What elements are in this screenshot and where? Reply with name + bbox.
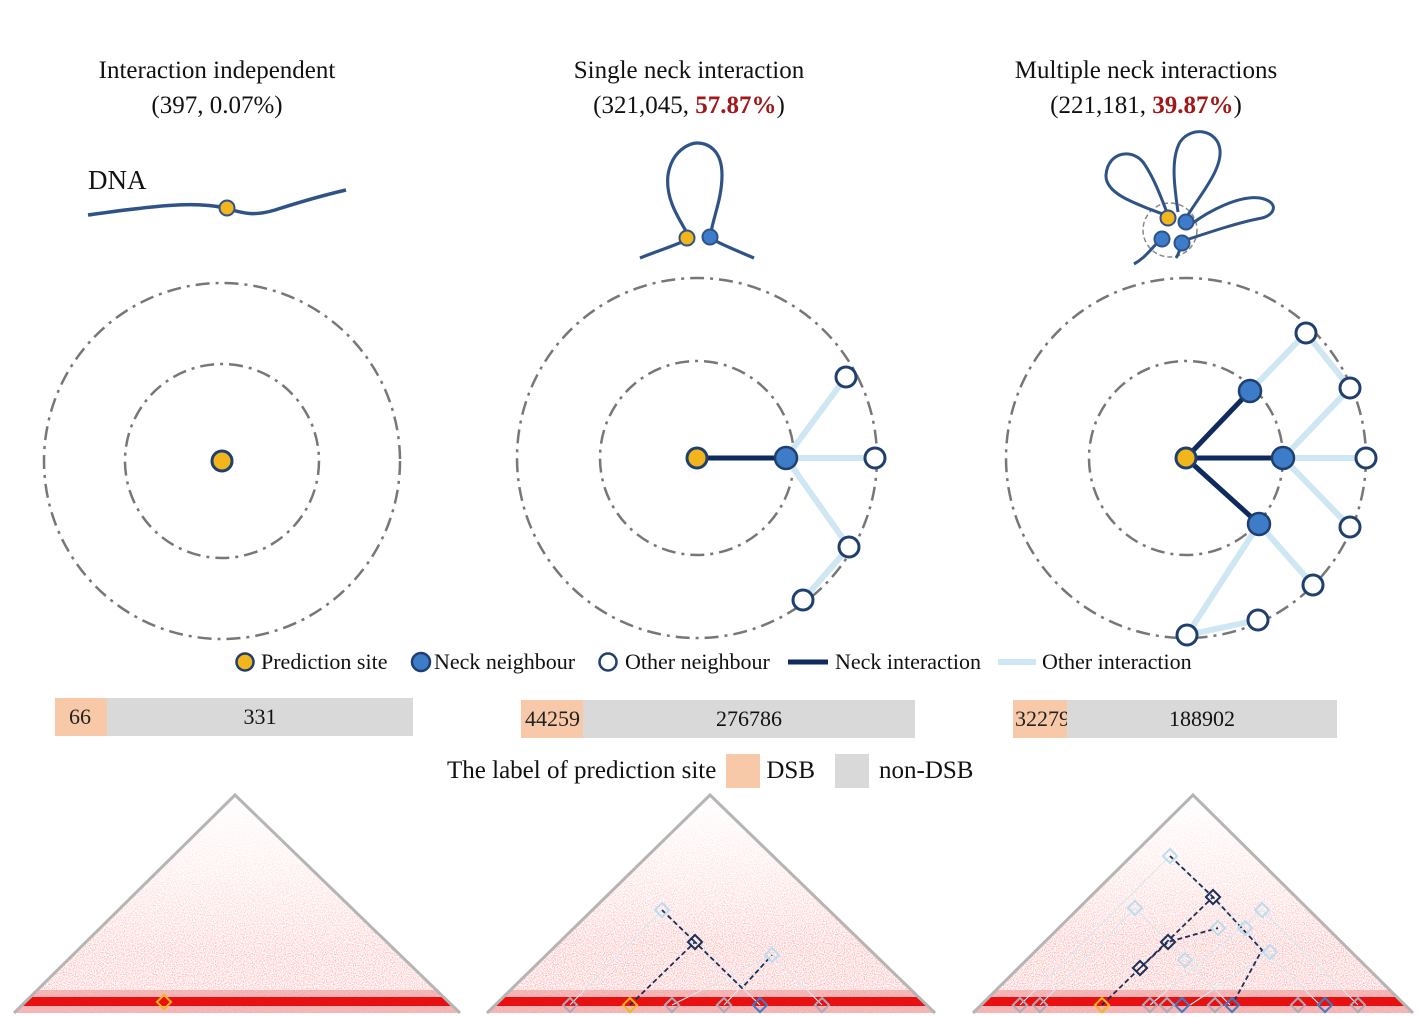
- panel-2-other-neighbour: [834, 365, 858, 389]
- dna-label: DNA: [88, 165, 147, 195]
- label-legend-title: The label of prediction site: [447, 757, 717, 784]
- panel-1-prediction-site: [210, 449, 234, 473]
- panel-3-stats: (221,181, 39.87%): [1050, 92, 1242, 119]
- dsb-swatch: [726, 754, 761, 788]
- panel-1-count: 397: [159, 92, 198, 119]
- panel-3-percent: 39.87%: [1152, 92, 1234, 119]
- label-legend: The label of prediction site DSB non-DSB: [447, 754, 973, 788]
- non-dsb-label: non-DSB: [879, 757, 974, 784]
- dsb-segment: 66: [55, 698, 107, 736]
- panel-1-stats: (397, 0.07%): [151, 92, 283, 119]
- panel-3-other-neighbour: [1354, 446, 1378, 470]
- panel-3-other-interactions: [1184, 330, 1369, 638]
- panel-2-other-interactions: [783, 374, 878, 603]
- dsb-segment: 32279: [1013, 700, 1070, 738]
- dsb-label: DSB: [766, 757, 815, 784]
- legend-prediction-site-label: Prediction site: [261, 649, 388, 674]
- dsb-segment: 44259: [521, 700, 583, 738]
- label-bar-1: 66 331: [55, 698, 413, 736]
- panel-1-percent: 0.07%: [209, 92, 275, 119]
- legend-other-neighbour-icon: [598, 652, 618, 672]
- multi-loop-dna-icon: [1104, 130, 1275, 266]
- dna-strand-icon: [87, 188, 347, 217]
- panel-2-neck-neighbour: [773, 445, 799, 471]
- panel-2-stats: (321,045, 57.87%): [593, 92, 785, 119]
- legend-other-interaction-label: Other interaction: [1042, 649, 1192, 674]
- panel-2-prediction-site: [685, 446, 709, 470]
- panel-3-neck-neighbour: [1237, 378, 1263, 404]
- non-dsb-segment: 331: [107, 698, 413, 736]
- panel-1-rings: [42, 281, 402, 641]
- panel-2-other-neighbour: [837, 535, 861, 559]
- panel-3-neck-interactions: [1184, 389, 1283, 526]
- panel-3-count: 221,181: [1058, 92, 1140, 119]
- legend-other-neighbour-label: Other neighbour: [625, 649, 770, 674]
- legend-prediction-site-icon: [235, 652, 255, 672]
- legend-neck-interaction-label: Neck interaction: [835, 649, 981, 674]
- panel-3-prediction-site: [1174, 446, 1198, 470]
- single-loop-dna-icon: [639, 141, 755, 260]
- panel-3-title: Multiple neck interactions: [1014, 57, 1278, 84]
- panel-3-other-neighbour: [1175, 623, 1199, 647]
- panel-2-title: Single neck interaction: [573, 57, 805, 84]
- panel-3-other-neighbour: [1294, 321, 1318, 345]
- panel-3-other-neighbour: [1246, 608, 1270, 632]
- contact-map-3: [971, 792, 1415, 1015]
- panel-3-other-neighbour: [1301, 573, 1325, 597]
- panel-3-neck-neighbour: [1246, 511, 1272, 537]
- panel-3-other-neighbour: [1338, 515, 1362, 539]
- contact-map-1: [12, 792, 462, 1015]
- panel-3-other-neighbour: [1338, 376, 1362, 400]
- panel-1-title: Interaction independent: [98, 57, 336, 84]
- legend-neck-neighbour-icon: [410, 651, 432, 673]
- panel-2-other-neighbour: [863, 446, 887, 470]
- non-dsb-segment: 276786: [583, 700, 915, 738]
- non-dsb-segment: 188902: [1067, 700, 1337, 738]
- contact-map-2: [485, 792, 937, 1015]
- panel-2-count: 321,045: [601, 92, 683, 119]
- panel-2-percent: 57.87%: [695, 92, 777, 119]
- panel-3-neck-neighbour: [1270, 445, 1296, 471]
- non-dsb-swatch: [835, 754, 869, 788]
- label-bar-3: 32279 188902: [1013, 700, 1337, 738]
- label-bar-2: 44259 276786: [521, 700, 915, 738]
- panel-2-other-neighbour: [791, 588, 815, 612]
- legend-neck-neighbour-label: Neck neighbour: [434, 649, 576, 674]
